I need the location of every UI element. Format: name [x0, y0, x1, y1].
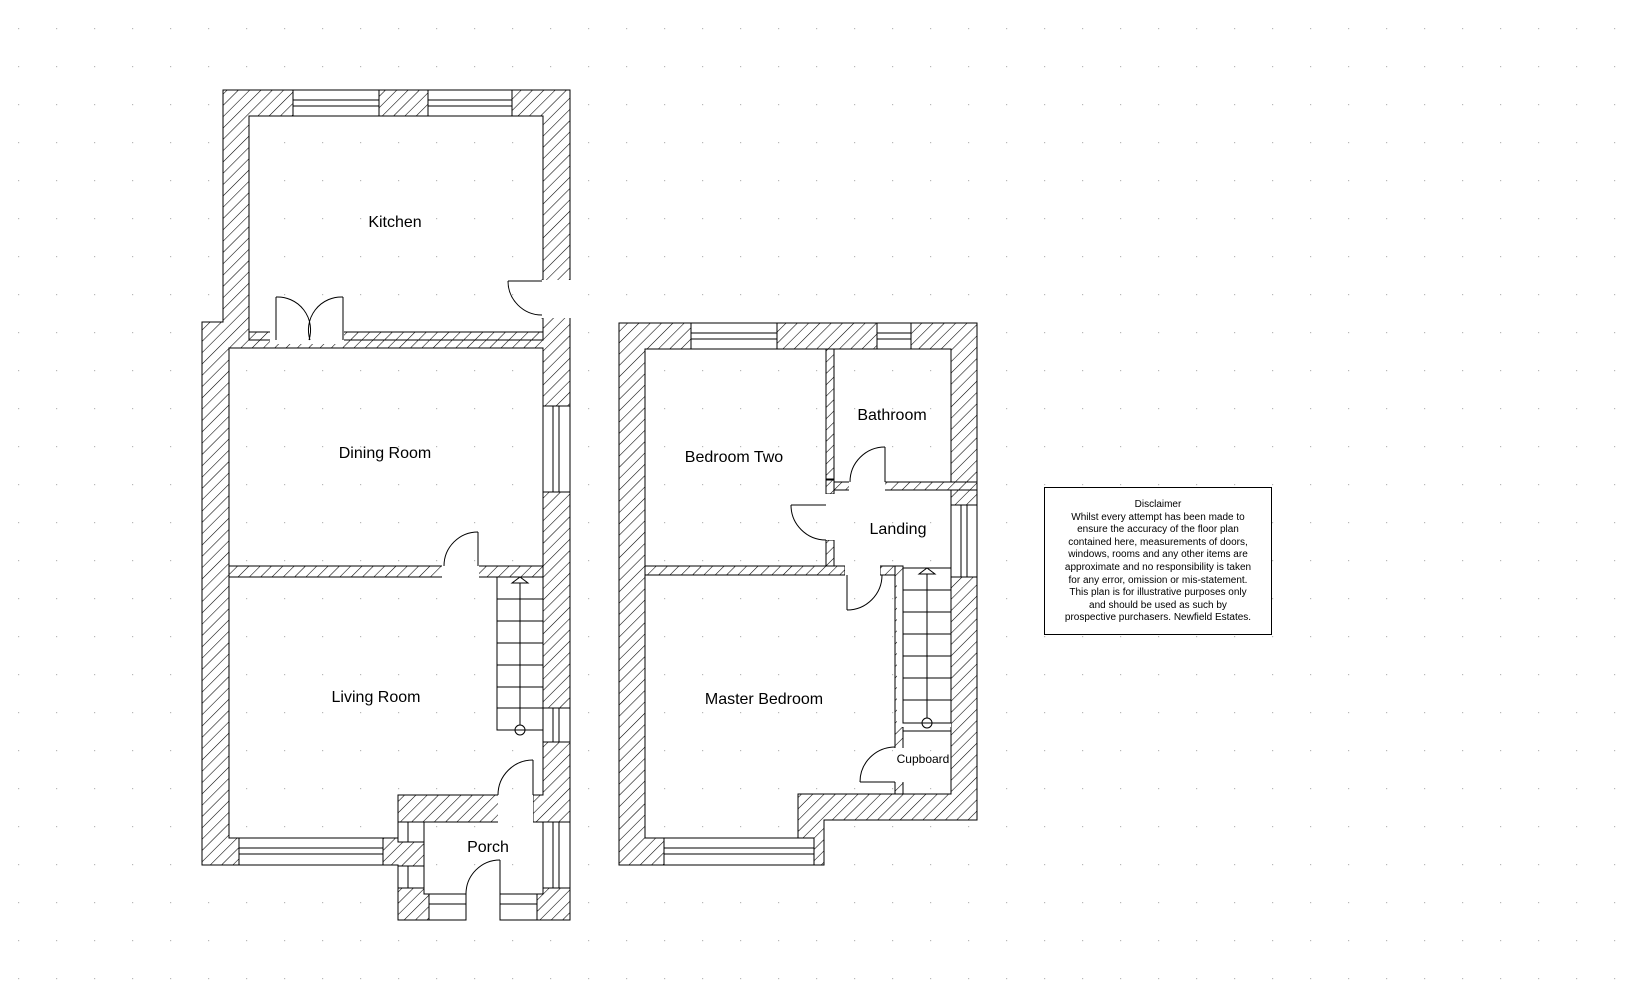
- landing-label: Landing: [870, 521, 927, 538]
- side-windows: [542, 405, 571, 889]
- disclaimer-line: and should be used as such by: [1089, 599, 1227, 611]
- porch-label: Porch: [467, 839, 509, 856]
- disclaimer-line: contained here, measurements of doors,: [1068, 536, 1248, 548]
- disclaimer-line: This plan is for illustrative purposes o…: [1069, 587, 1247, 599]
- landing-stub-wall: [825, 479, 835, 495]
- disclaimer-line: for any error, omission or mis-statement…: [1068, 574, 1248, 586]
- disclaimer-line: windows, rooms and any other items are: [1068, 549, 1248, 561]
- bedroom-two-label: Bedroom Two: [685, 449, 784, 466]
- ground-floor-stairs: [496, 576, 544, 736]
- disclaimer-title: Disclaimer: [1134, 499, 1182, 510]
- kitchen-dining-wall: [248, 331, 544, 341]
- bathroom-label: Bathroom: [857, 407, 926, 424]
- ground-floor: Kitchen Dining Room Living Room Porch: [201, 89, 572, 922]
- kitchen-label: Kitchen: [368, 214, 421, 231]
- ground-floor-doors: [275, 280, 543, 895]
- first-floor: Bedroom Two Bathroom Landing Master Bedr…: [618, 322, 978, 866]
- disclaimer-line: ensure the accuracy of the floor plan: [1077, 524, 1239, 536]
- bedroom-two-master-wall: [644, 565, 846, 576]
- living-room-window: [238, 837, 384, 866]
- kitchen-windows: [292, 89, 513, 117]
- master-bedroom-label: Master Bedroom: [705, 691, 823, 708]
- bedroom-two-bathroom-wall: [825, 348, 835, 480]
- first-floor-windows: [663, 322, 978, 866]
- disclaimer-line: prospective purchasers. Newfield Estates…: [1064, 612, 1252, 624]
- disclaimer-line: Whilst every attempt has been made to: [1071, 511, 1245, 523]
- dining-room-label: Dining Room: [339, 445, 431, 462]
- disclaimer-box: Disclaimer Whilst every attempt has been…: [1044, 487, 1272, 635]
- first-floor-stairs: [902, 567, 952, 732]
- living-room-label: Living Room: [332, 689, 421, 706]
- dining-living-wall: [228, 565, 544, 578]
- porch-windows: [397, 821, 538, 921]
- landing-left-wall: [825, 539, 835, 567]
- first-floor-doors: [790, 446, 896, 783]
- cupboard-label: Cupboard: [897, 752, 950, 766]
- disclaimer-line: approximate and no responsibility is tak…: [1064, 561, 1252, 573]
